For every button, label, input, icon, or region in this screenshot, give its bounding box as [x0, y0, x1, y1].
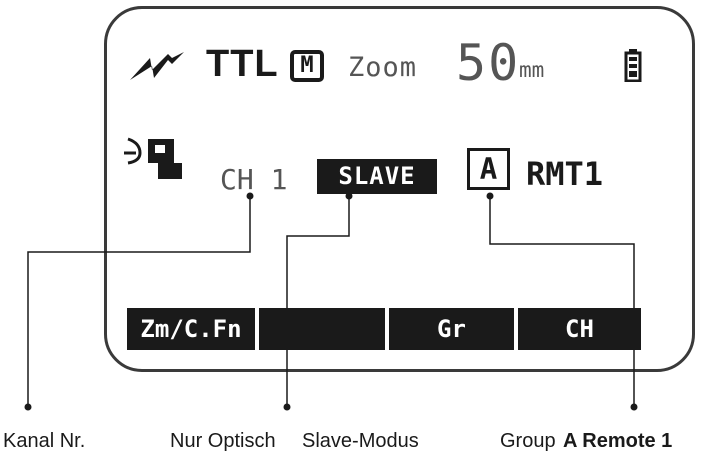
battery-icon	[624, 49, 642, 82]
remote-readout: RMT1	[526, 155, 604, 193]
caption-optical-only: Nur Optisch	[170, 430, 276, 452]
group-indicator: A	[467, 148, 510, 190]
wireless-slave-icon	[124, 137, 182, 179]
softkey-group[interactable]: Gr	[389, 308, 514, 350]
zoom-value: 50	[456, 34, 521, 92]
softkey-bar: Zm/C.Fn Gr CH	[127, 308, 641, 350]
caption-remote: A Remote 1	[563, 430, 673, 452]
mode-indicator-box: M	[290, 50, 324, 82]
caption-slave-mode: Slave-Modus	[302, 430, 419, 452]
zoom-unit: mm	[519, 58, 545, 82]
softkey-empty[interactable]	[259, 308, 385, 350]
caption-group: Group	[500, 430, 556, 452]
lightning-icon	[130, 52, 184, 80]
zoom-label: Zoom	[348, 52, 418, 83]
softkey-zoom-cfn[interactable]: Zm/C.Fn	[127, 308, 255, 350]
channel-readout: CH 1	[220, 163, 288, 196]
flash-mode-label: TTL	[206, 43, 279, 85]
caption-channel-no: Kanal Nr.	[3, 430, 86, 452]
slave-mode-badge: SLAVE	[317, 159, 437, 194]
softkey-channel[interactable]: CH	[518, 308, 641, 350]
